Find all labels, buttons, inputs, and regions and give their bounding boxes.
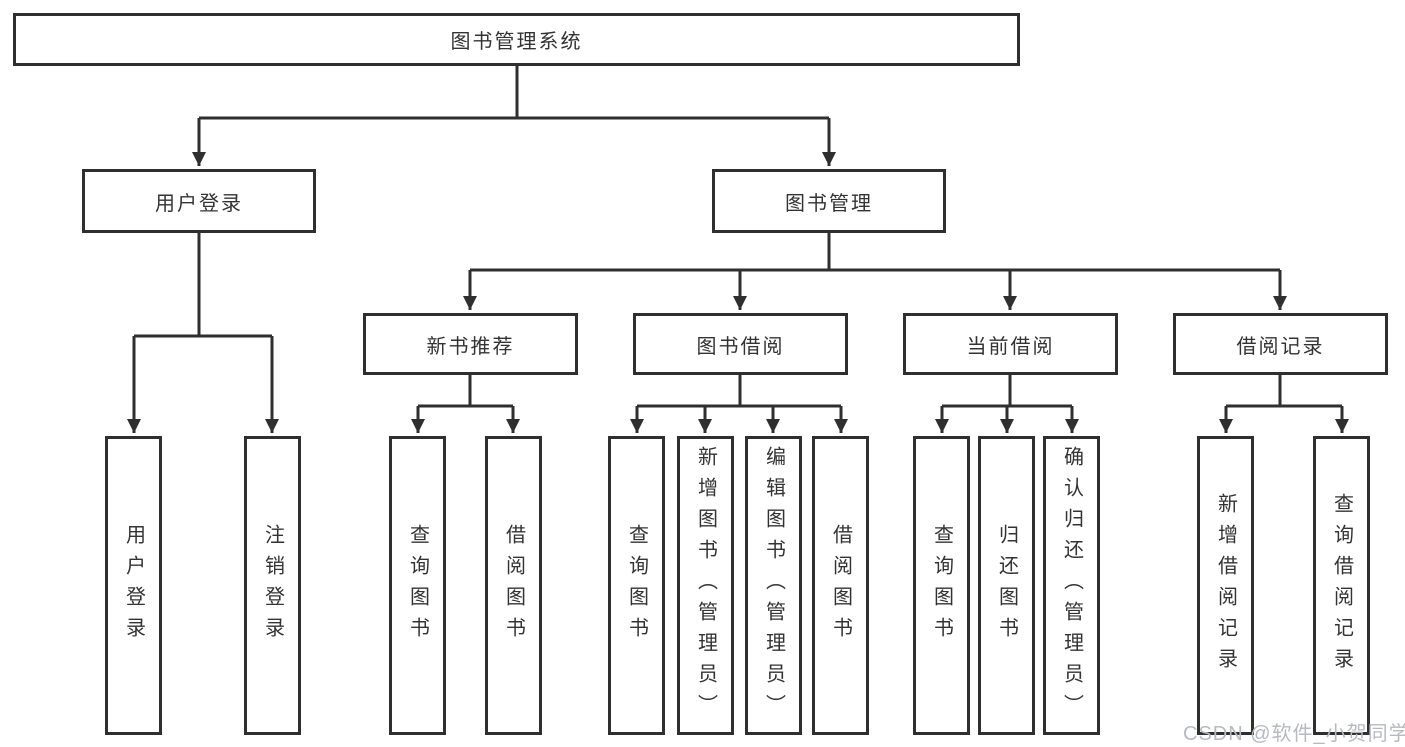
leaf-query-books-borrow: 查询图书 — [608, 436, 665, 735]
leaf-query-books-recommend: 查询图书 — [389, 436, 446, 735]
node-book-borrow: 图书借阅 — [633, 313, 848, 375]
leaf-edit-book-admin: 编辑图书（管理员） — [745, 436, 802, 735]
node-book-management: 图书管理 — [712, 169, 946, 233]
node-new-book-recommend: 新书推荐 — [363, 313, 578, 375]
node-user-login: 用户登录 — [82, 169, 316, 233]
node-current-borrow: 当前借阅 — [903, 313, 1118, 375]
leaf-add-borrow-record: 新增借阅记录 — [1197, 436, 1254, 735]
leaf-query-borrow-record: 查询借阅记录 — [1313, 436, 1370, 735]
leaf-user-login: 用户登录 — [105, 436, 162, 735]
leaf-query-books-current: 查询图书 — [913, 436, 970, 735]
leaf-borrow-books-recommend: 借阅图书 — [485, 436, 542, 735]
leaf-return-books: 归还图书 — [978, 436, 1035, 735]
leaf-logout: 注销登录 — [244, 436, 301, 735]
leaf-confirm-return-admin: 确认归还（管理员） — [1043, 436, 1100, 735]
node-library-management-system: 图书管理系统 — [13, 13, 1020, 66]
node-borrow-records: 借阅记录 — [1173, 313, 1388, 375]
csdn-watermark: CSDN @软件_小贺同学 — [1183, 723, 1405, 745]
leaf-borrow-books: 借阅图书 — [812, 436, 869, 735]
leaf-add-book-admin: 新增图书（管理员） — [677, 436, 734, 735]
